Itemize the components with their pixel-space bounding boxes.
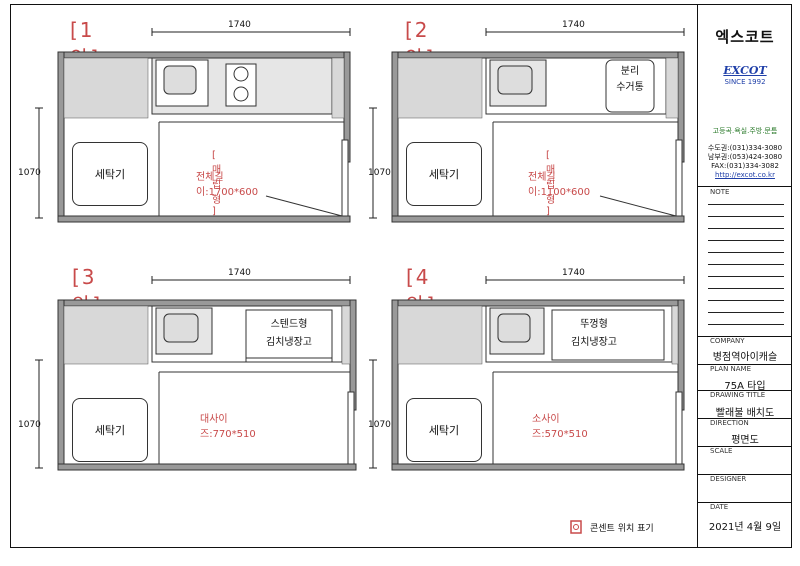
cabinet-size-label: 전체길이:1700*600 (196, 172, 259, 198)
recycling-bin-label: 분리 수거통 (616, 66, 644, 93)
depth-dimension: 1070 (368, 168, 391, 178)
company-logo: EXCOT (723, 64, 767, 77)
washer: 세탁기 (406, 398, 482, 462)
divider (698, 446, 792, 447)
fridge-size-label: 대사이즈:770*510 (200, 414, 256, 440)
washer: 세탁기 (72, 398, 148, 462)
width-dimension: 1740 (562, 268, 585, 278)
washer: 세탁기 (406, 142, 482, 206)
drawing-title-label: DRAWING TITLE (710, 391, 766, 399)
website-link[interactable]: http://excot.co.kr (715, 171, 775, 179)
plan-4-drawing (369, 276, 685, 471)
fridge-size-label: 소사이즈:570*510 (532, 414, 588, 440)
company-label: COMPANY (710, 337, 745, 345)
kimchi-fridge-label: 뚜껑형 김치냉장고 (571, 319, 617, 348)
plan-1-drawing (35, 28, 351, 223)
divider (698, 186, 792, 187)
title-block: 엑스코트 EXCOT SINCE 1992 고등곡.욕실.주방.문틈 수도권:(… (697, 4, 792, 548)
designer-label: DESIGNER (710, 475, 747, 483)
depth-dimension: 1070 (368, 420, 391, 430)
cabinet-type-label: [ 매 립 형 ] (212, 150, 222, 217)
outlet-legend: 콘센트 위치 표기 (570, 520, 654, 534)
drawing-title-value: 빨래불 배치도 (715, 408, 775, 419)
plan-3-drawing (35, 276, 357, 471)
depth-dimension: 1070 (18, 168, 41, 178)
date-label: DATE (710, 503, 729, 511)
business-label: 고등곡.욕실.주방.문틈 (712, 127, 778, 135)
divider (698, 418, 792, 419)
drawing-sheet (10, 4, 792, 548)
contact-info: 수도권:(031)334-3080 남부권:(053)424-3080 FAX:… (698, 144, 792, 180)
company-korean-name: 엑스코트 (715, 28, 775, 46)
plan-name-value: 75A 타입 (724, 381, 766, 392)
divider (698, 474, 792, 475)
scale-label: SCALE (710, 447, 733, 455)
width-dimension: 1740 (228, 268, 251, 278)
width-dimension: 1740 (228, 20, 251, 30)
divider (698, 502, 792, 503)
date-value: 2021년 4월 9일 (708, 522, 782, 533)
direction-value: 평면도 (731, 435, 759, 446)
kimchi-fridge-label: 스텐드형 김치냉장고 (266, 319, 312, 348)
divider (698, 390, 792, 391)
note-label: NOTE (710, 188, 730, 196)
cabinet-type-label: [ 매 립 형 ] (546, 150, 556, 217)
plan-name-label: PLAN NAME (710, 365, 752, 373)
width-dimension: 1740 (562, 20, 585, 30)
direction-label: DIRECTION (710, 419, 749, 427)
plan-2-drawing (369, 28, 685, 223)
depth-dimension: 1070 (18, 420, 41, 430)
outlet-icon (570, 520, 582, 534)
divider (698, 364, 792, 365)
cabinet-size-label: 전체길이:1100*600 (528, 172, 591, 198)
divider (698, 336, 792, 337)
since-label: SINCE 1992 (724, 78, 766, 86)
company-value: 병점역아이캐슬 (712, 352, 778, 363)
washer: 세탁기 (72, 142, 148, 206)
